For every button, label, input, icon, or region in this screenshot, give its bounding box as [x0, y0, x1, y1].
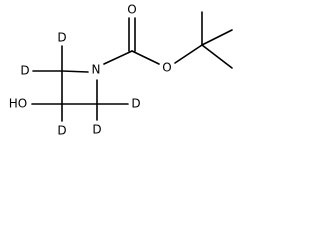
atom-carbonyl-o: O [127, 3, 136, 17]
bond-tbutyl-methyl-upper-right [201, 29, 233, 46]
atom-d-top: D [57, 31, 66, 45]
atom-d-right: D [131, 97, 140, 111]
atom-d-bottom-left: D [57, 124, 66, 138]
atom-n: N [92, 63, 101, 77]
atom-hydroxyl: HO [9, 97, 27, 111]
structure-diagram: N O O HO D D D D D [9, 3, 233, 138]
atom-d-left: D [20, 64, 29, 78]
atom-d-bottom-right: D [92, 123, 101, 137]
bond-tbutyl-methyl-lower-right [201, 44, 233, 69]
atom-ester-o: O [162, 61, 171, 75]
bond-ester-o-tbutyl [174, 44, 203, 64]
ring-bond-n-c2 [61, 70, 89, 73]
bond-n-carbonyl-c [103, 50, 133, 65]
bond-carbonyl-c-ester-o [131, 50, 160, 65]
